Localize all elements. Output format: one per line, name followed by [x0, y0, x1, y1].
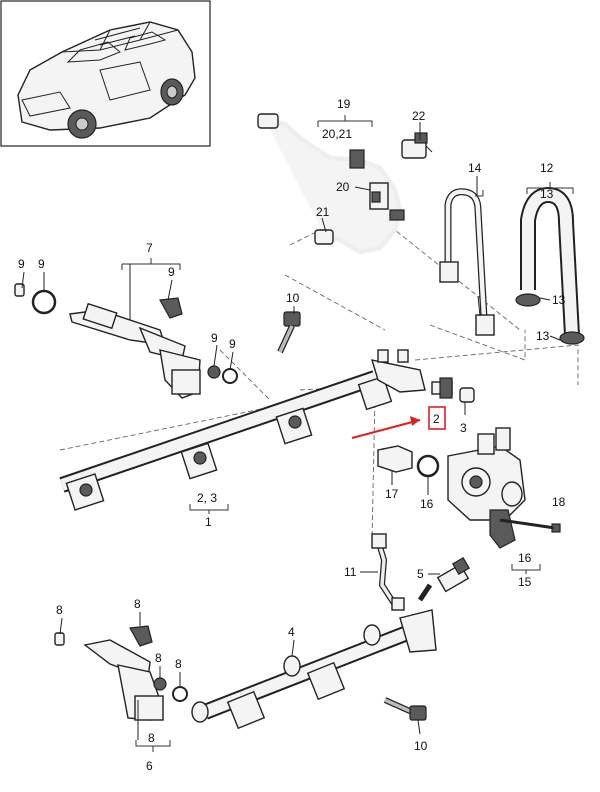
callout-9-a: 9 — [18, 257, 25, 271]
callout-2: 2 — [433, 412, 440, 426]
rigid-line-14 — [439, 188, 495, 336]
callout-14: 14 — [468, 161, 482, 175]
hose-12 — [515, 186, 585, 345]
vehicle-thumbnail — [0, 0, 211, 147]
callout-6: 6 — [146, 759, 153, 773]
fuel-rail-1 — [59, 349, 426, 511]
callout-4: 4 — [288, 625, 295, 639]
callout-3: 3 — [460, 421, 467, 435]
callout-22: 22 — [412, 109, 426, 123]
callout-9-c: 9 — [168, 265, 175, 279]
fuel-line-19 — [257, 113, 405, 255]
callout-21: 21 — [316, 205, 330, 219]
group-brackets — [121, 115, 574, 752]
callout-5: 5 — [417, 567, 424, 581]
injector-6 — [54, 625, 188, 721]
fitting-2 — [431, 377, 453, 399]
callout-10-lower: 10 — [414, 739, 428, 753]
callout-19: 19 — [337, 97, 351, 111]
suv-vehicle-icon — [17, 21, 196, 139]
callout-9-d: 9 — [211, 331, 218, 345]
callout-9-e: 9 — [229, 337, 236, 351]
line-11 — [371, 533, 405, 611]
callout-8-d: 8 — [175, 657, 182, 671]
callout-7: 7 — [146, 241, 153, 255]
fitting-3 — [459, 387, 475, 403]
highlight-box — [428, 406, 446, 430]
callout-labels: 19 20,21 22 20 21 14 12 13 13 13 7 9 9 9… — [18, 97, 566, 773]
callout-20: 20 — [336, 180, 350, 194]
callout-8-a: 8 — [56, 603, 63, 617]
high-pressure-pump — [377, 427, 561, 549]
callout-8-e: 8 — [148, 731, 155, 745]
callout-13-low: 13 — [536, 329, 550, 343]
callout-20-21: 20,21 — [322, 127, 352, 141]
fuel-rail-4 — [191, 609, 437, 730]
callout-16-a: 16 — [420, 497, 434, 511]
callout-leaders — [21, 122, 561, 740]
callout-2-3: 2, 3 — [197, 491, 217, 505]
callout-10-upper: 10 — [286, 291, 300, 305]
injector-7 — [14, 283, 238, 399]
callout-11: 11 — [344, 565, 357, 579]
callout-8-b: 8 — [134, 597, 141, 611]
callout-17: 17 — [385, 487, 399, 501]
bolt-10-upper — [277, 311, 301, 354]
callout-1: 1 — [205, 515, 212, 529]
callout-8-c: 8 — [155, 651, 162, 665]
callout-15: 15 — [518, 575, 532, 589]
callout-18: 18 — [552, 495, 566, 509]
callout-16-b: 16 — [518, 551, 532, 565]
sensor-22 — [401, 132, 433, 159]
red-arrow-icon — [351, 416, 421, 439]
callout-9-b: 9 — [38, 257, 45, 271]
bolt-10-lower — [383, 697, 427, 721]
pressure-sensor-5 — [417, 556, 471, 602]
callout-13-top: 13 — [540, 187, 554, 201]
callout-13-mid: 13 — [552, 293, 566, 307]
callout-12: 12 — [540, 161, 554, 175]
